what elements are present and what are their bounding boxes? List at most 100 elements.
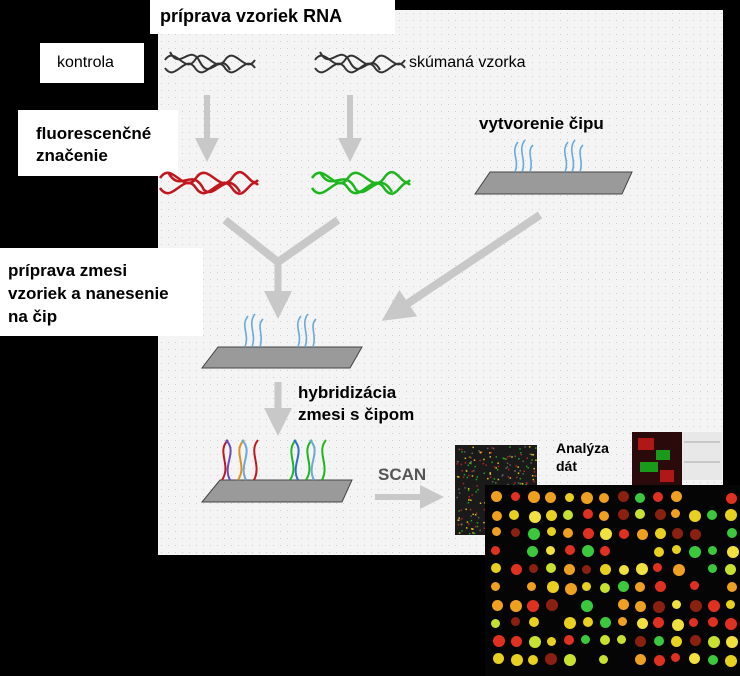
scan-dot (517, 482, 520, 484)
fluor-label-line1: fluorescenčné (36, 124, 152, 143)
scan-dot (464, 487, 466, 489)
scan-dot (491, 447, 493, 449)
scan-dot (526, 457, 528, 459)
array-spot (671, 635, 683, 647)
scan-dot (463, 451, 466, 453)
scan-dot (461, 518, 463, 520)
scan-dot (472, 513, 474, 516)
scan-dot (518, 457, 520, 460)
array-spot (725, 599, 735, 609)
array-spot (618, 564, 629, 575)
scan-dot (471, 470, 473, 473)
scan-dot (491, 461, 493, 464)
scan-dot (491, 481, 494, 483)
scan-dot (470, 456, 472, 459)
scan-dot (464, 462, 467, 464)
scan-dot (470, 515, 472, 517)
scan-dot (460, 523, 463, 525)
array-spot (653, 600, 666, 613)
scan-dot (482, 462, 485, 465)
control-label: kontrola (57, 54, 114, 71)
scan-dot (471, 452, 474, 455)
scan-dot (522, 460, 524, 463)
scan-dot (476, 525, 479, 528)
array-spot (545, 653, 558, 666)
scan-dot (525, 465, 528, 468)
scan-dot (471, 494, 473, 496)
scan-dot (465, 508, 467, 511)
scan-dot (458, 448, 460, 451)
array-spot (563, 654, 576, 667)
scan-dot (474, 465, 476, 468)
control-box (40, 43, 144, 83)
array-spot (510, 617, 520, 627)
scan-dot (527, 467, 529, 469)
cluster-analysis-thumbnail (632, 432, 722, 488)
scan-dot (524, 446, 526, 448)
scan-dot (520, 453, 523, 456)
scan-dot (467, 464, 470, 467)
array-spot (528, 636, 541, 649)
scan-dot (478, 450, 480, 452)
scan-dot (496, 469, 499, 471)
array-spot (725, 617, 737, 630)
scan-dot (473, 469, 475, 472)
array-spot (546, 527, 556, 537)
array-spot (564, 492, 574, 502)
scan-dot (509, 477, 512, 479)
scan-dot (533, 474, 536, 477)
mix-label-line3: na čip (8, 307, 58, 326)
scan-dot (471, 475, 474, 477)
scan-dot (474, 514, 477, 516)
scan-dot (471, 528, 473, 530)
array-spot (707, 617, 718, 628)
scan-dot (483, 521, 485, 524)
scan-dot (509, 464, 511, 466)
scan-label: SCAN (378, 465, 427, 484)
scan-dot (497, 465, 500, 468)
array-spot (582, 545, 595, 558)
array-spot (491, 563, 502, 574)
array-spot (546, 636, 556, 646)
array-spot (510, 563, 522, 575)
array-spot (708, 654, 719, 665)
array-spot (564, 545, 575, 556)
array-spot (599, 510, 610, 521)
array-spot (581, 564, 591, 574)
scan-dot (469, 462, 471, 464)
scan-dot (531, 459, 533, 461)
scan-dot (497, 462, 499, 464)
array-spot (599, 492, 610, 503)
scan-dot (532, 478, 535, 481)
array-spot (581, 599, 594, 612)
array-spot (707, 636, 720, 649)
scan-dot (507, 476, 510, 478)
scan-dot (495, 482, 497, 484)
scan-dot (511, 456, 513, 458)
mix-label-line2: vzoriek a nanesenie (8, 284, 169, 303)
array-spot (689, 581, 699, 591)
array-spot (491, 510, 502, 521)
array-spot (726, 545, 739, 558)
array-spot (563, 528, 574, 539)
array-spot (546, 599, 559, 612)
array-spot (726, 635, 739, 648)
control-rna-strands (164, 51, 256, 74)
array-spot (491, 618, 500, 628)
title-label: príprava vzoriek RNA (160, 6, 343, 26)
scan-dot (514, 470, 516, 472)
array-spot (617, 491, 629, 503)
array-spot (599, 635, 610, 646)
sample-rna-strands (314, 51, 406, 74)
scan-dot (462, 482, 465, 485)
array-spot (690, 635, 702, 647)
array-spot (528, 510, 541, 523)
chip-label: vytvorenie čipu (479, 114, 604, 133)
array-spot (510, 492, 520, 502)
array-spot (653, 617, 665, 629)
scan-dot (504, 458, 507, 460)
scan-dot (469, 456, 471, 458)
scan-dot (470, 499, 472, 502)
array-spot (491, 581, 500, 591)
scan-dot (493, 466, 496, 468)
